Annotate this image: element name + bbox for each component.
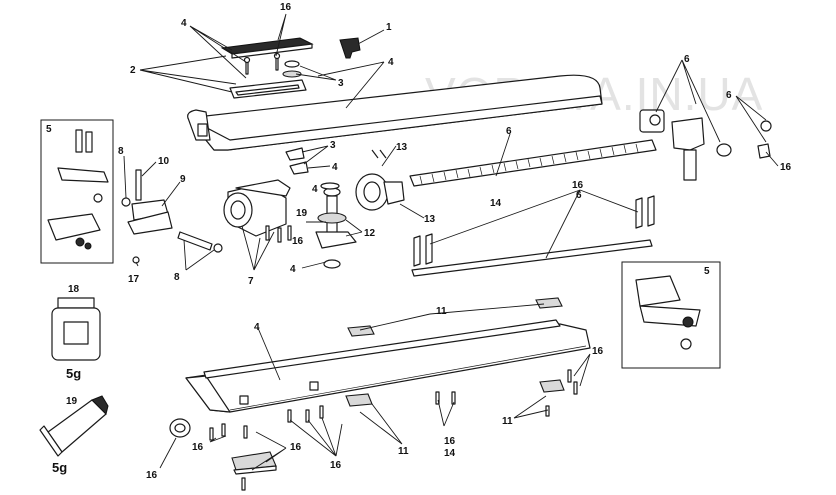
slide-plates: [345, 297, 565, 407]
callout-16-far: 16: [780, 162, 792, 173]
bottom-block: [209, 423, 277, 491]
callout-17: 17: [128, 274, 140, 285]
tube-number: 19: [66, 396, 78, 407]
callout-4-low: 4: [290, 264, 296, 275]
callout-1: 1: [386, 22, 392, 33]
callout-3-top: 3: [338, 78, 344, 89]
clips-middle: [285, 147, 340, 190]
callout-6-far: 6: [726, 90, 732, 101]
leader-lines: [123, 13, 779, 471]
callout-16-mid: 16: [444, 436, 456, 447]
callout-4-base: 4: [254, 322, 260, 333]
callout-7: 7: [248, 276, 254, 287]
callout-10: 10: [158, 156, 170, 167]
callout-13-top: 13: [396, 142, 408, 153]
motor: [223, 179, 291, 237]
grease-jar: [51, 297, 101, 361]
callout-numbers: 4 16 1 2 3 4 6 6 16 5 8 10 9 3 4 13 4 19…: [46, 2, 792, 481]
bottom-base: [185, 319, 591, 413]
screw-rod: [409, 139, 657, 187]
jar-weight: 5g: [66, 366, 81, 381]
right-bracket: [639, 109, 772, 181]
callout-16-nut: 16: [146, 470, 158, 481]
carriage: [121, 169, 223, 264]
callout-16-screw: 16: [192, 442, 204, 453]
callout-13-bottom: 13: [424, 214, 436, 225]
callout-16-motor: 16: [292, 236, 304, 247]
callout-5-left: 5: [46, 124, 52, 135]
callout-12: 12: [364, 228, 376, 239]
callout-16-top: 16: [280, 2, 292, 13]
top-screws: [243, 52, 302, 78]
callout-2: 2: [130, 65, 136, 76]
top-cover: [187, 74, 603, 151]
nut-16: [169, 418, 191, 438]
callout-8-left: 8: [118, 146, 124, 157]
callout-16-bottom: 16: [330, 460, 342, 471]
gear-assembly: [315, 187, 357, 269]
callout-18-rod: 14: [490, 198, 502, 209]
rail-assembly: [411, 195, 655, 277]
callout-11-mid: 11: [398, 446, 409, 457]
callout-4-mid: 4: [332, 162, 338, 173]
callout-4-cover: 4: [388, 57, 394, 68]
callout-6-rod: 6: [506, 126, 512, 137]
callout-8-rod: 8: [174, 272, 180, 283]
tube-weight: 5g: [52, 460, 67, 475]
callout-16-block: 16: [290, 442, 302, 453]
bottom-screws: [287, 369, 578, 423]
callout-16-rail: 16: [572, 180, 584, 191]
callout-6-rail: 6: [576, 190, 582, 201]
callout-16-right: 16: [592, 346, 604, 357]
callout-14: 14: [444, 448, 456, 459]
callout-11-right: 11: [502, 416, 513, 427]
callout-4-gear: 4: [312, 184, 318, 195]
callout-11-top: 11: [436, 306, 447, 317]
callout-6-right: 6: [684, 54, 690, 65]
callout-5-right: 5: [704, 266, 710, 277]
part-1-knob: [339, 37, 361, 59]
callout-3-mid: 3: [330, 140, 336, 151]
small-screws-motor: [265, 225, 292, 243]
callout-9: 9: [180, 174, 186, 185]
top-plate: [220, 37, 314, 59]
callout-19-gear: 19: [296, 208, 308, 219]
drive-wheel: [355, 149, 405, 211]
inset-box-right: [621, 261, 721, 369]
jar-number: 18: [68, 284, 80, 295]
inset-box-left: [40, 119, 114, 264]
grease-tube: [39, 395, 109, 457]
callout-4-top: 4: [181, 18, 187, 29]
